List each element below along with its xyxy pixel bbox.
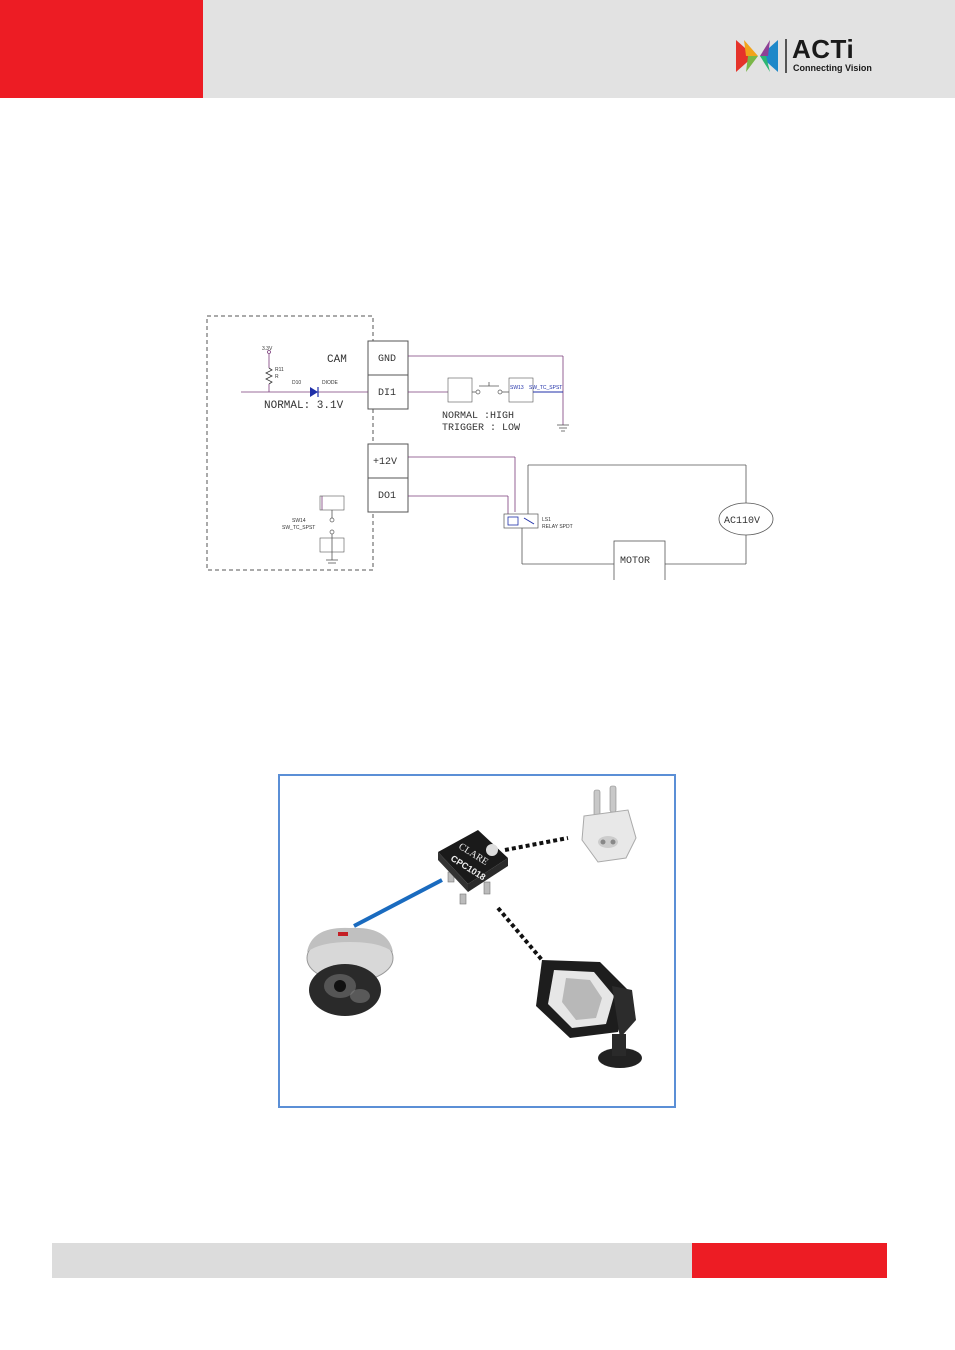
dome-camera-icon [306,927,394,1016]
sw13-contact-icon [475,389,481,395]
brand-name: ACTi [792,34,855,64]
relay-icon [503,513,539,529]
motor-icon [613,540,666,580]
di1-label: DI1 [378,388,396,399]
d10-label: D10 [292,380,301,386]
lamp-link-line [496,906,544,962]
sw14-contact-icon [329,517,335,523]
ac-source-label: AC110V [724,516,760,527]
header-red-block [0,0,203,98]
camera-link-line [353,878,443,928]
relay-label: RELAY SPDT [542,524,573,530]
normal-voltage-label: NORMAL: 3.1V [264,400,344,412]
device-connection-graphic: CLARE CPC1018 [306,785,642,1068]
normal-state-label: NORMAL :HIGH [442,411,514,422]
trigger-state-label: TRIGGER : LOW [442,423,520,434]
di1-terminal [367,374,409,410]
footer-bar [52,1243,692,1278]
camera-boundary [206,315,374,571]
acti-logo: ACTi Connecting Vision [734,34,874,76]
sw14-type-label: SW_TC_SPST [282,525,315,531]
diode-icon [310,387,318,397]
motor-label: MOTOR [620,556,650,567]
diode-label: DIODE [322,380,339,386]
r-label: R [275,374,279,380]
do1-terminal [367,477,409,513]
footer-red-block [692,1243,887,1278]
pullup-resistor-icon [265,367,273,385]
brand-tagline: Connecting Vision [793,63,872,73]
sw13-type-label: SW_TC_SPST [529,385,562,391]
sw13-label: SW13 [510,385,524,391]
v33-label: 3.3V [262,346,273,352]
wiring-schematic: CAM GND DI1 +12V DO1 3.3V R11 R D10 DIOD… [206,315,774,580]
sw14-label: SW14 [292,518,306,524]
power-plug-icon [581,785,637,863]
connection-illustration: CLARE CPC1018 [278,774,676,1108]
r11-label: R11 [275,367,284,373]
flood-lamp-icon [536,960,642,1068]
v12-label: +12V [373,457,397,468]
ls1-label: LS1 [542,517,551,523]
do1-label: DO1 [378,491,396,502]
relay-chip-icon: CLARE CPC1018 [438,830,508,905]
gnd-label: GND [378,354,396,365]
cam-label: CAM [327,354,347,366]
plug-link-line [504,836,569,852]
butterfly-logo-icon [736,40,778,72]
gnd-terminal [367,340,409,376]
logo-divider [785,39,787,73]
